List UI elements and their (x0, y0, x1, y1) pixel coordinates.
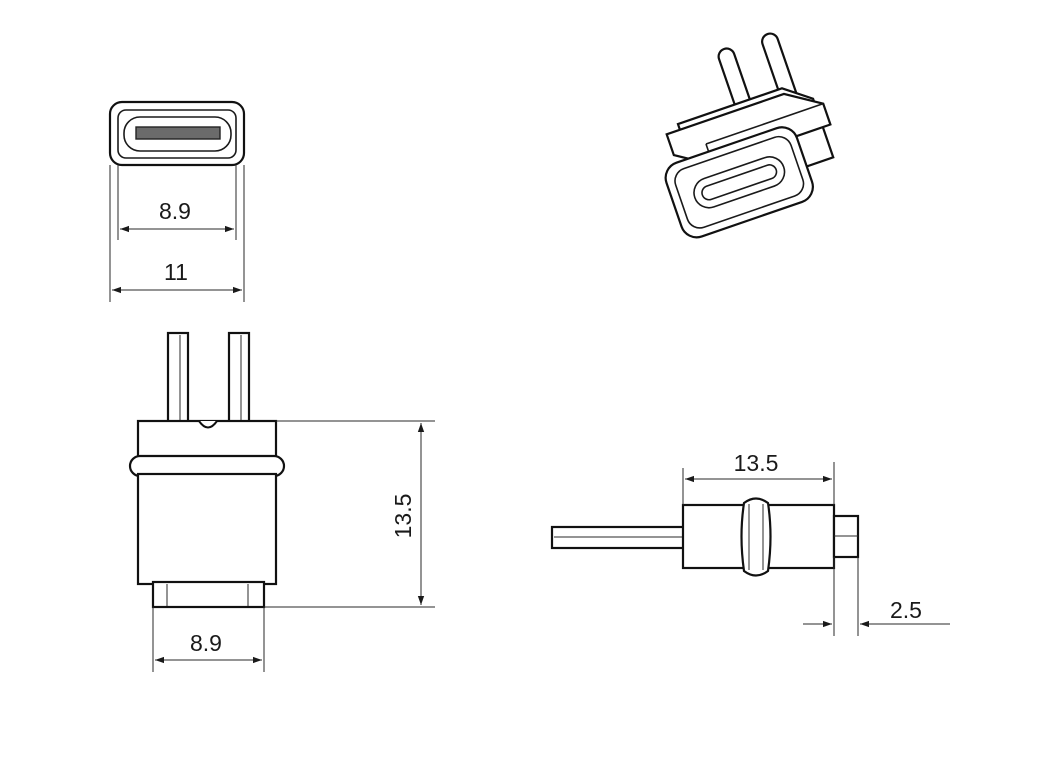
dim-side-base-width: 8.9 (190, 630, 222, 656)
top-view: 13.5 2.5 (550, 450, 950, 636)
isometric-view (664, 32, 835, 239)
dim-front-outer-width: 11 (164, 259, 188, 285)
dim-side-height: 13.5 (390, 494, 416, 539)
front-inner-shell (117, 109, 237, 159)
side-lower-body (136, 472, 278, 586)
iso-front-housing (664, 126, 814, 239)
side-view: 13.5 8.9 (128, 331, 435, 672)
dim-top-flange: 2.5 (890, 597, 922, 623)
side-notch (198, 420, 218, 429)
front-view: 8.9 11 (108, 100, 246, 302)
iso-port-opening (693, 156, 786, 209)
front-contact-tongue (135, 126, 221, 140)
side-base (151, 580, 266, 609)
top-bulge-ring (740, 497, 772, 577)
dim-front-inner-width: 8.9 (159, 198, 191, 224)
side-pin-right (227, 331, 251, 427)
dim-top-length: 13.5 (734, 450, 779, 476)
front-port-opening (123, 116, 232, 152)
side-pin-left (166, 331, 190, 427)
